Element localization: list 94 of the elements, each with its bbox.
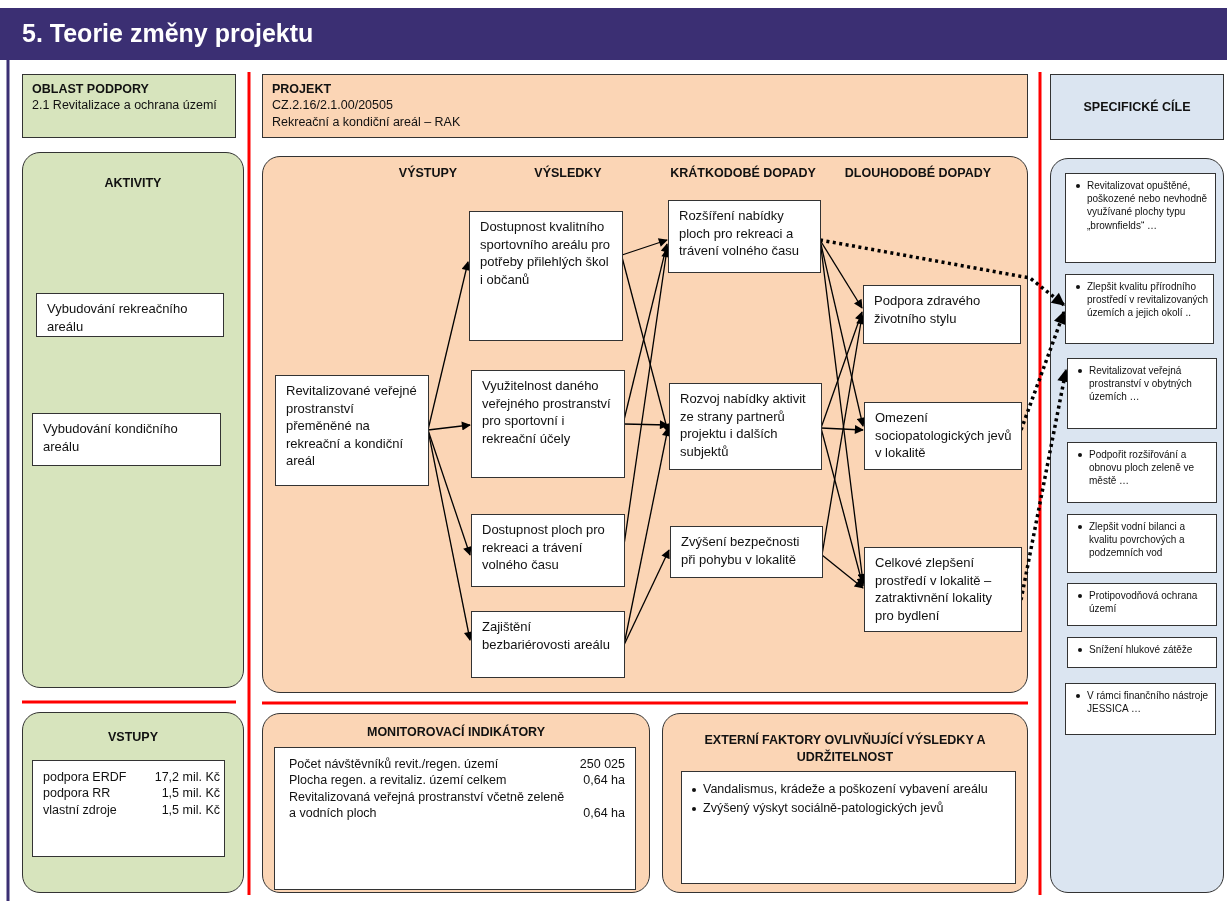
diagram-title: 5. Teorie změny projektu — [22, 19, 314, 48]
column-heading: VÝSTUPY — [397, 166, 459, 180]
list-text: Vandalismus, krádeže a poškození vybavení areálu — [703, 781, 988, 798]
section-text: Rekreační a kondiční areál – RAK — [272, 113, 462, 130]
process-box — [32, 413, 221, 466]
dotted-arrow — [819, 238, 1066, 307]
goal-box — [1067, 583, 1217, 626]
goal-text: Snížení hlukové zátěže — [1089, 643, 1193, 657]
table-value: 1,5 mil. Kč — [160, 785, 220, 802]
box-text: Zvýšení bezpečnosti při pohybu v lokalitě — [681, 533, 801, 569]
section-heading: SPECIFICKÉ CÍLE — [1083, 100, 1191, 114]
table-label: podpora ERDF — [43, 769, 128, 786]
panel-heading: MONITOROVACÍ INDIKÁTORY — [366, 724, 546, 741]
process-box — [668, 200, 821, 273]
header-box — [262, 74, 1028, 138]
panel — [22, 152, 244, 688]
table-value: 0,64 ha — [582, 772, 625, 789]
panel — [22, 712, 244, 893]
panel-heading: VSTUPY — [107, 729, 159, 746]
table-value: 17,2 mil. Kč — [153, 769, 220, 786]
section-text: CZ.2.16/2.1.00/20505 — [272, 97, 394, 114]
list-box — [681, 771, 1016, 884]
goal-box — [1067, 514, 1217, 573]
arrow — [621, 238, 668, 256]
column-heading: KRÁTKODOBÉ DOPADY — [669, 166, 817, 180]
goal-box — [1067, 358, 1217, 429]
process-box — [469, 211, 623, 341]
list-text: Zvýšený výskyt sociálně-patologických jevů — [703, 799, 944, 817]
goal-text: Zlepšit vodní bilanci a kvalitu povrchových a podzemních vod — [1089, 520, 1187, 560]
table-label: Revitalizovaná veřejná prostranství včetně zeleně a vodních ploch — [289, 788, 566, 821]
table-label: Plocha regen. a revitaliz. území celkem — [289, 772, 508, 789]
goal-text: V rámci finančního nástroje JESSICA … — [1087, 689, 1210, 716]
goal-box — [1067, 442, 1217, 503]
arrow — [623, 420, 669, 430]
table-label: vlastní zdroje — [43, 801, 118, 818]
arrow — [820, 311, 864, 429]
goal-box — [1065, 683, 1216, 735]
process-box — [36, 293, 224, 337]
section-heading: PROJEKT — [272, 81, 333, 98]
column-heading: VÝSLEDKY — [533, 166, 603, 180]
panel — [262, 713, 650, 893]
section-text: 2.1 Revitalizace a ochrana území — [32, 97, 218, 114]
box — [1050, 158, 1224, 893]
table-box — [274, 747, 636, 890]
goal-text: Protipovodňová ochrana území — [1089, 589, 1199, 616]
goal-box — [1065, 173, 1216, 263]
box-text: Vybudování rekreačního areálu — [47, 300, 189, 336]
box-text: Dostupnost kvalitního sportovního areálu pro potřeby přilehlých škol i občanů — [480, 218, 612, 289]
process-box — [864, 402, 1022, 470]
panel-heading: AKTIVITY — [103, 175, 163, 192]
table-value: 0,64 ha — [582, 804, 625, 821]
goal-text: Zlepšit kvalitu přírodního prostředí v revitalizovaných územích a jejich okolí .. — [1087, 280, 1209, 320]
process-box — [471, 370, 625, 478]
goal-box — [1067, 637, 1217, 668]
arrow — [427, 421, 471, 431]
goal-text: Revitalizovat veřejná prostranství v obytných územích … — [1089, 364, 1193, 404]
process-box — [275, 375, 429, 486]
box-text: Rozvoj nabídky aktivit ze strany partnerů projektu i dalších subjektů — [680, 390, 807, 461]
box-text: Vybudování kondičního areálu — [43, 420, 179, 456]
header-box — [1050, 74, 1224, 140]
arrow — [623, 549, 670, 646]
process-box — [864, 547, 1022, 632]
box-text: Rozšíření nabídky ploch pro rekreaci a trávení volného času — [679, 207, 800, 260]
box-text: Podpora zdravého životního stylu — [874, 292, 982, 328]
process-box — [670, 526, 823, 578]
panel — [662, 713, 1028, 893]
section-heading: OBLAST PODPORY — [32, 81, 150, 98]
box-text: Omezení sociopatologických jevů v lokalitě — [875, 409, 1013, 462]
box-text: Dostupnost ploch pro rekreaci a trávení volného času — [482, 521, 606, 574]
goal-text: Podpořit rozšiřování a obnovu ploch zeleně ve městě … — [1089, 448, 1196, 488]
box-text: Revitalizované veřejné prostranství přeměněné na rekreační a kondiční areál — [286, 382, 418, 470]
table-label: podpora RR — [43, 785, 112, 802]
arrow — [821, 554, 864, 589]
dotted-arrow — [1019, 310, 1067, 431]
process-box — [471, 514, 625, 587]
box-text: Celkové zlepšení prostředí v lokalitě – zatraktivnění lokality pro bydlení — [875, 554, 994, 625]
project-panel — [262, 156, 1028, 693]
header-box — [22, 74, 236, 138]
process-box — [863, 285, 1021, 344]
table-value: 250 025 — [579, 756, 625, 773]
arrow — [820, 425, 864, 435]
box-text: Zajištění bezbariérovosti areálu — [482, 618, 611, 654]
table-box — [32, 760, 225, 857]
process-box — [669, 383, 822, 470]
panel-heading: EXTERNÍ FAKTORY OVLIVŇUJÍCÍ VÝSLEDKY A UDRŽITELNOST — [703, 732, 987, 766]
arrow — [427, 429, 472, 556]
table-label: Počet návštěvníků revit./regen. území — [289, 756, 500, 773]
arrow — [819, 239, 863, 309]
goal-box — [1065, 274, 1214, 344]
column-heading: DLOUHODOBÉ DOPADY — [843, 166, 993, 180]
goal-text: Revitalizovat opuštěné, poškozené nebo nevhodně využívané plochy typu „brownfields“ … — [1087, 179, 1209, 232]
box-text: Využitelnost daného veřejného prostranství pro sportovní i rekreační účely — [482, 377, 612, 448]
table-value: 1,5 mil. Kč — [160, 801, 220, 818]
process-box — [471, 611, 625, 678]
